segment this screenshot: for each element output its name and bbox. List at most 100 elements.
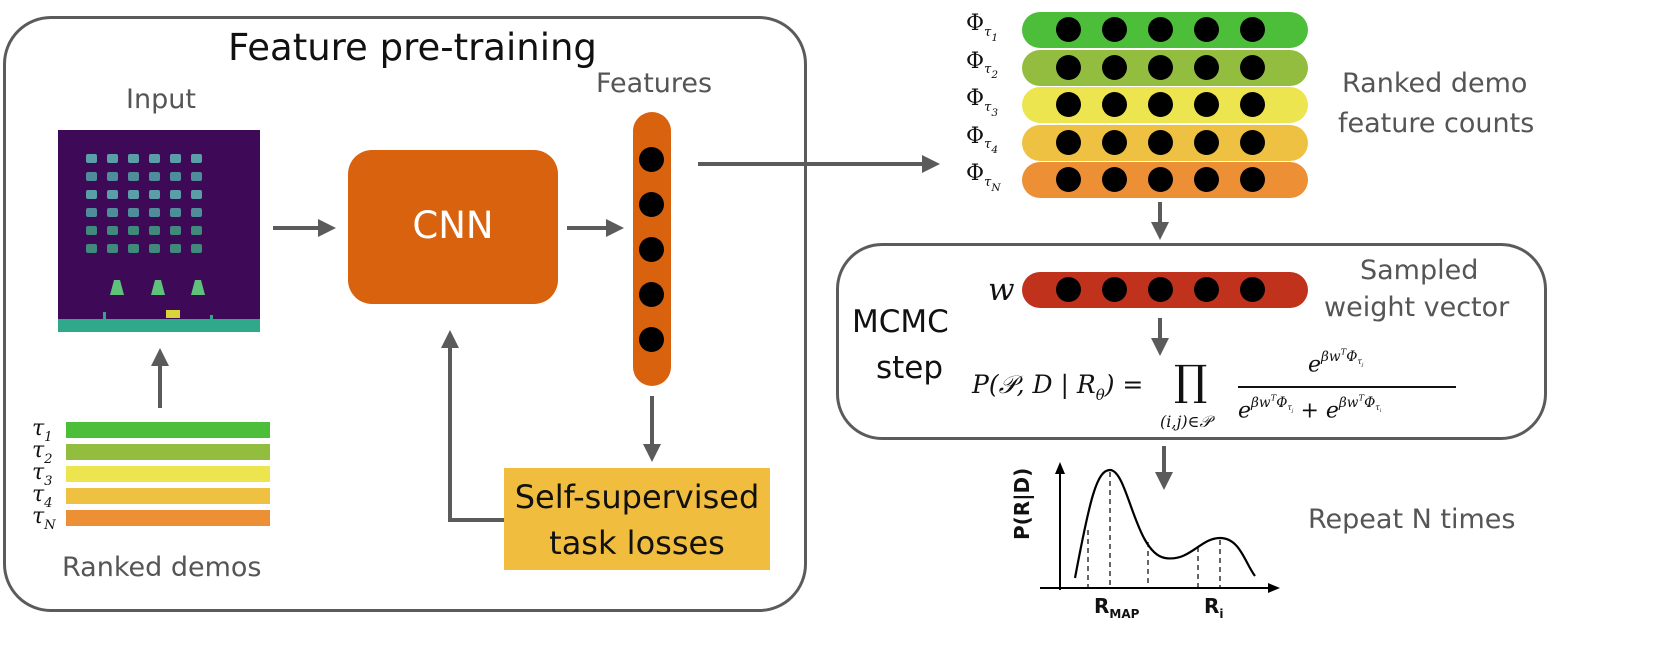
demo-bar (66, 422, 270, 438)
product-symbol: ∏ (1174, 356, 1208, 405)
feature-counts-label-line1: Ranked demo (1342, 68, 1528, 99)
w-symbol: w (988, 272, 1015, 308)
invader (191, 226, 202, 235)
feature-pretraining-panel (3, 16, 807, 612)
repeat-label: Repeat N times (1308, 504, 1516, 535)
weight-label-line2: weight vector (1324, 292, 1510, 323)
demo-bar (66, 466, 270, 482)
invader (149, 172, 160, 181)
invader (86, 226, 97, 235)
invader (191, 172, 202, 181)
demo-label: τ4 (32, 482, 53, 511)
feature-dot (1102, 17, 1127, 42)
feature-dot (1240, 17, 1265, 42)
game-ground (58, 319, 260, 332)
feature-dot (1102, 92, 1127, 117)
feature-count-bar (1022, 124, 1308, 161)
feature-dot (1240, 92, 1265, 117)
x-axis-arrowhead (1268, 583, 1280, 593)
invader (128, 172, 139, 181)
feature-dot (639, 327, 664, 352)
invader (191, 244, 202, 253)
input-label: Input (126, 84, 196, 115)
product-subscript: (i,j)∈𝒫 (1160, 412, 1212, 431)
feature-count-bar (1022, 12, 1308, 48)
tick-r-i: Ri (1204, 594, 1224, 621)
fraction-line (1238, 386, 1456, 388)
invader (86, 244, 97, 253)
feature-dot (1148, 277, 1173, 302)
feature-dot (1194, 167, 1219, 192)
shields (110, 280, 205, 295)
feature-vector-column (633, 112, 671, 386)
invader (191, 154, 202, 163)
invader (86, 154, 97, 163)
invader (149, 226, 160, 235)
invader (128, 208, 139, 217)
feature-dot (1240, 167, 1265, 192)
feature-dot (1056, 167, 1081, 192)
feature-count-bar (1022, 162, 1308, 198)
feature-count-bar (1022, 49, 1308, 86)
cnn-label: CNN (412, 204, 494, 247)
sample-lines (1087, 472, 1221, 588)
demo-label: τN (32, 504, 56, 533)
loss-label-line1: Self-supervised (514, 478, 760, 516)
demo-bar (66, 510, 270, 526)
invader (149, 154, 160, 163)
invader (107, 172, 118, 181)
mcmc-label-line1: MCMC (852, 304, 949, 340)
self-supervised-loss-box: Self-supervised task losses (504, 468, 770, 570)
feature-dot (1148, 17, 1173, 42)
feature-count-label: Φτ2 (966, 48, 999, 82)
feature-dot (1194, 129, 1219, 155)
loss-label-line2: task losses (549, 524, 725, 562)
feature-counts-label-line2: feature counts (1338, 108, 1535, 139)
player-cannon (166, 310, 180, 318)
mcmc-label-line2: step (876, 350, 944, 386)
feature-dot (1056, 92, 1081, 117)
formula-lhs: P(𝒫, D | Rθ) = (972, 370, 1144, 404)
invader (149, 244, 160, 253)
invader (149, 208, 160, 217)
invader (149, 190, 160, 199)
weight-label-line1: Sampled (1360, 255, 1479, 286)
invader (86, 172, 97, 181)
feature-dot (1056, 277, 1081, 302)
invader (128, 154, 139, 163)
feature-count-label: Φτ4 (966, 123, 999, 157)
demo-bar (66, 488, 270, 504)
mcmc-panel (836, 243, 1547, 440)
invader (107, 154, 118, 163)
feature-dot (1102, 277, 1127, 302)
weight-vector-bar (1022, 272, 1308, 308)
demo-label: τ2 (32, 438, 53, 467)
feature-dot (1240, 277, 1265, 302)
invader (128, 226, 139, 235)
feature-dot (1148, 54, 1173, 80)
posterior-curve (1073, 468, 1256, 579)
feature-dot (639, 237, 664, 262)
feature-dot (1240, 54, 1265, 80)
invader (107, 244, 118, 253)
feature-dot (1102, 54, 1127, 80)
feature-dot (1194, 277, 1219, 302)
feature-dot (639, 147, 664, 172)
invader (170, 190, 181, 199)
demo-label: τ1 (32, 416, 53, 445)
feature-dot (1102, 167, 1127, 192)
feature-dot (1194, 54, 1219, 80)
feature-dot (639, 282, 664, 307)
tick-r-map: RMAP (1094, 594, 1140, 621)
invader (107, 190, 118, 199)
formula-numerator: eβwTΦτj (1308, 346, 1364, 378)
invader (170, 244, 181, 253)
invader (128, 190, 139, 199)
posterior-plot (1040, 462, 1280, 593)
feature-count-label: Φτ3 (966, 86, 999, 119)
features-label: Features (596, 68, 713, 99)
invader (191, 190, 202, 199)
feature-dot (1148, 129, 1173, 155)
pretraining-title: Feature pre-training (228, 26, 597, 69)
